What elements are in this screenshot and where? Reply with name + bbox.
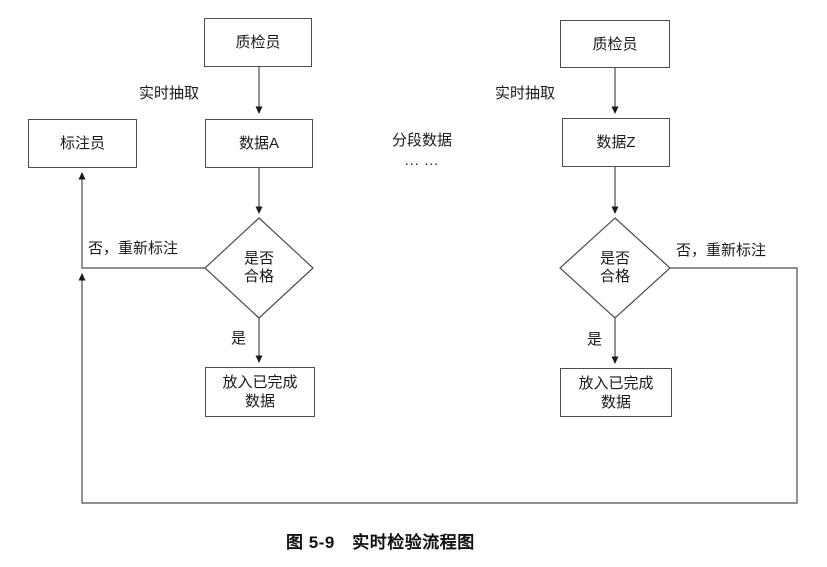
segment-data-label: 分段数据 (391, 132, 452, 149)
right-inspector-box: 质检员 (560, 20, 670, 68)
left-decision-diamond (204, 217, 314, 319)
annotator-box: 标注员 (28, 119, 137, 168)
left-extract-label: 实时抽取 (139, 85, 200, 102)
left-yes-label: 是 (231, 330, 247, 347)
left-decision-label: 是否 合格 (243, 250, 274, 285)
left-done-box: 放入已完成 数据 (205, 367, 315, 417)
left-no-label: 否，重新标注 (88, 240, 179, 257)
right-decision-label: 是否 合格 (599, 250, 630, 285)
right-data-box: 数据Z (562, 118, 670, 167)
right-extract-label: 实时抽取 (495, 85, 556, 102)
arrow-left-no-to-annotator (78, 172, 205, 269)
right-done-box: 放入已完成 数据 (560, 368, 672, 417)
segment-data-ellipsis: ... ... (404, 152, 440, 168)
right-no-label: 否，重新标注 (676, 242, 767, 259)
right-decision-diamond (559, 217, 671, 319)
figure-caption: 图 5-9 实时检验流程图 (286, 533, 475, 552)
arrow-right-no-feedback-loop (78, 267, 798, 504)
left-inspector-box: 质检员 (204, 18, 312, 67)
right-yes-label: 是 (587, 331, 603, 348)
left-data-box: 数据A (205, 119, 313, 168)
